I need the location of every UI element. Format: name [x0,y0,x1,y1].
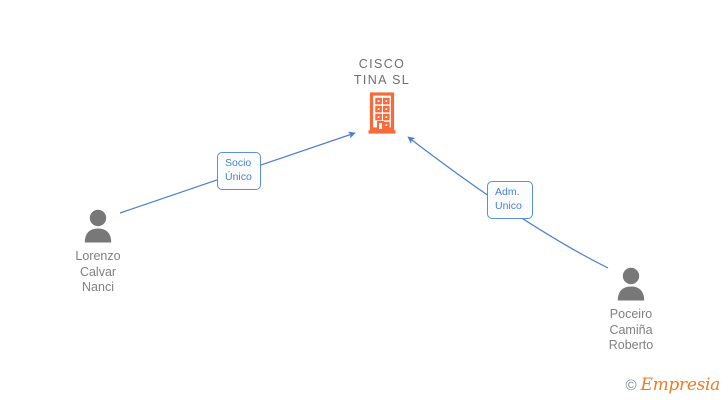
person-avatar-icon [33,208,163,244]
copyright-icon: © [625,377,637,394]
brand-name-label: Empresia [640,375,721,395]
person-name-label: Lorenzo Calvar Nanci [75,249,121,294]
office-building-icon [312,92,452,136]
person-node-poceiro-camina-roberto[interactable]: Poceiro Camiña Roberto [566,266,696,354]
relation-label-socio-unico[interactable]: Socio Único [217,152,261,190]
company-name-label: CISCO TINA SL [353,57,411,87]
empresia-watermark: © Empresia [625,377,720,394]
person-name-label: Poceiro Camiña Roberto [608,307,654,352]
relation-label-adm-unico[interactable]: Adm. Unico [487,181,533,219]
company-node[interactable]: CISCO TINA SL [312,56,452,136]
person-node-lorenzo-calvar-nanci[interactable]: Lorenzo Calvar Nanci [33,208,163,296]
person-avatar-icon [566,266,696,302]
